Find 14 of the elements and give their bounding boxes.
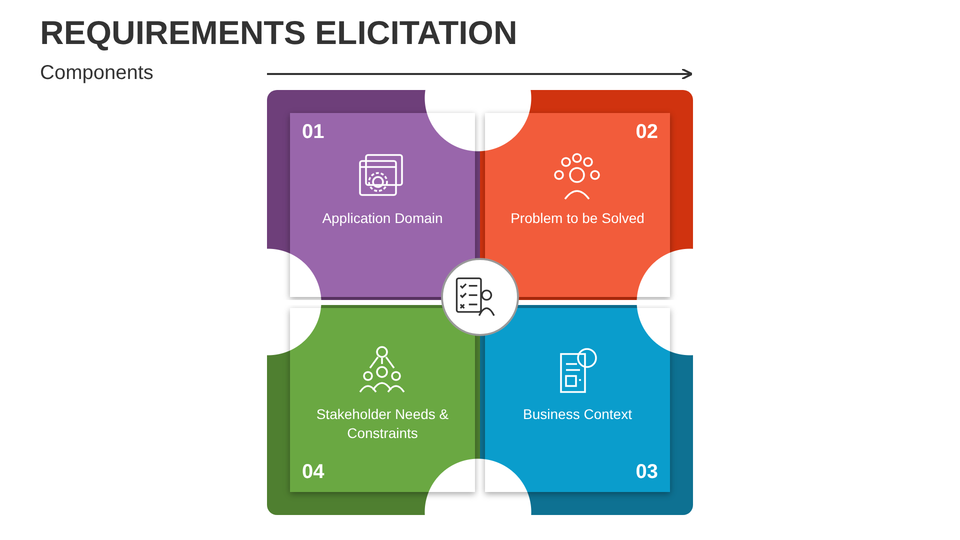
title: REQUIREMENTS ELICITATION <box>40 14 518 52</box>
step-number: 02 <box>636 121 658 144</box>
step-number: 01 <box>302 121 324 144</box>
step-number: 04 <box>302 461 324 484</box>
quadrant-card <box>480 90 693 300</box>
quadrant-card <box>267 90 480 300</box>
card-label: Stakeholder Needs & Constraints <box>315 405 450 443</box>
quadrant-card <box>267 305 480 515</box>
card-label: Business Context <box>522 405 633 424</box>
card-label: Application Domain <box>321 209 444 228</box>
quadrant-card <box>480 305 693 515</box>
card-label: Problem to be Solved <box>510 209 646 228</box>
step-number: 03 <box>636 461 658 484</box>
subtitle: Components <box>40 62 154 85</box>
